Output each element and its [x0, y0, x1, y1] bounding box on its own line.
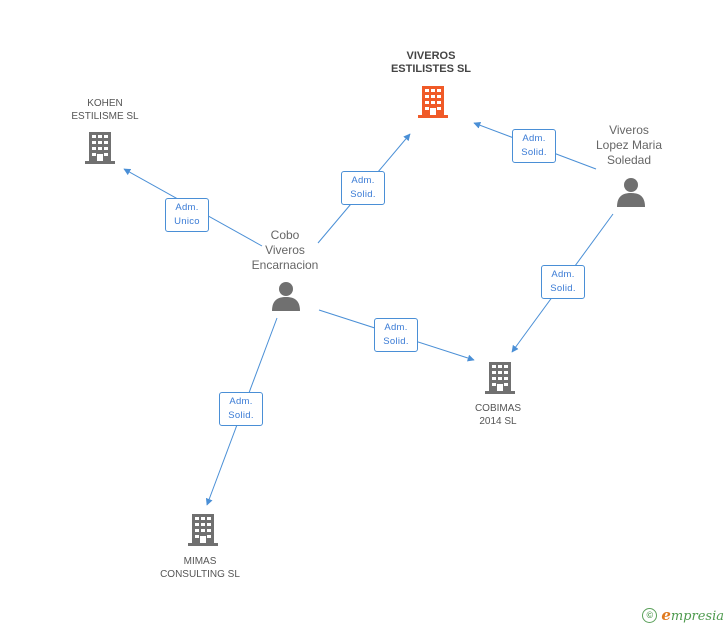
node-label-viveros-lopez[interactable]: Viveros Lopez Maria Soledad [595, 123, 663, 167]
building-icon[interactable] [188, 514, 218, 546]
edge-label-line: Solid. [383, 336, 409, 347]
edge-label-lopez-cobimas[interactable]: Adm. Solid. [541, 265, 585, 299]
edge-label-cobo-kohen[interactable]: Adm. Unico [165, 198, 209, 232]
edge-label-line: Adm. [229, 396, 253, 407]
brand-initial: e [661, 606, 671, 624]
edge-label-line: Solid. [350, 189, 376, 200]
building-icon[interactable] [485, 362, 515, 394]
edge-label-line: Solid. [228, 410, 254, 421]
node-label-cobo[interactable]: Cobo Viveros Encarnacion [251, 228, 319, 272]
edge-label-cobo-viveros[interactable]: Adm. Solid. [341, 171, 385, 205]
edge-label-cobo-mimas[interactable]: Adm. Solid. [219, 392, 263, 426]
brand-logo[interactable]: empresia [661, 606, 724, 624]
person-icon[interactable] [272, 282, 300, 311]
edge-label-line: Adm. [551, 269, 575, 280]
node-label-cobimas[interactable]: COBIMAS 2014 SL [474, 403, 522, 427]
node-label-kohen[interactable]: KOHEN ESTILISME SL [71, 98, 139, 122]
edge-label-line: Adm. [522, 133, 546, 144]
node-label-viveros-estilistes[interactable]: VIVEROS ESTILISTES SL [390, 50, 472, 75]
copyright-icon: © [642, 607, 658, 623]
edge-label-line: Adm. [351, 175, 375, 186]
brand-footer: © empresia [642, 606, 724, 624]
edge-label-lopez-viveros[interactable]: Adm. Solid. [512, 129, 556, 163]
building-icon[interactable] [85, 132, 115, 164]
edge-label-cobo-cobimas[interactable]: Adm. Solid. [374, 318, 418, 352]
edge-label-line: Unico [174, 216, 200, 227]
edge-label-line: Adm. [175, 202, 199, 213]
node-label-mimas[interactable]: MIMAS CONSULTING SL [160, 556, 240, 580]
building-icon[interactable] [418, 86, 448, 118]
edge-label-line: Solid. [521, 147, 547, 158]
person-icon[interactable] [617, 178, 645, 207]
brand-name: mpresia [670, 609, 724, 624]
edge-label-line: Solid. [550, 283, 576, 294]
edge-label-line: Adm. [384, 322, 408, 333]
